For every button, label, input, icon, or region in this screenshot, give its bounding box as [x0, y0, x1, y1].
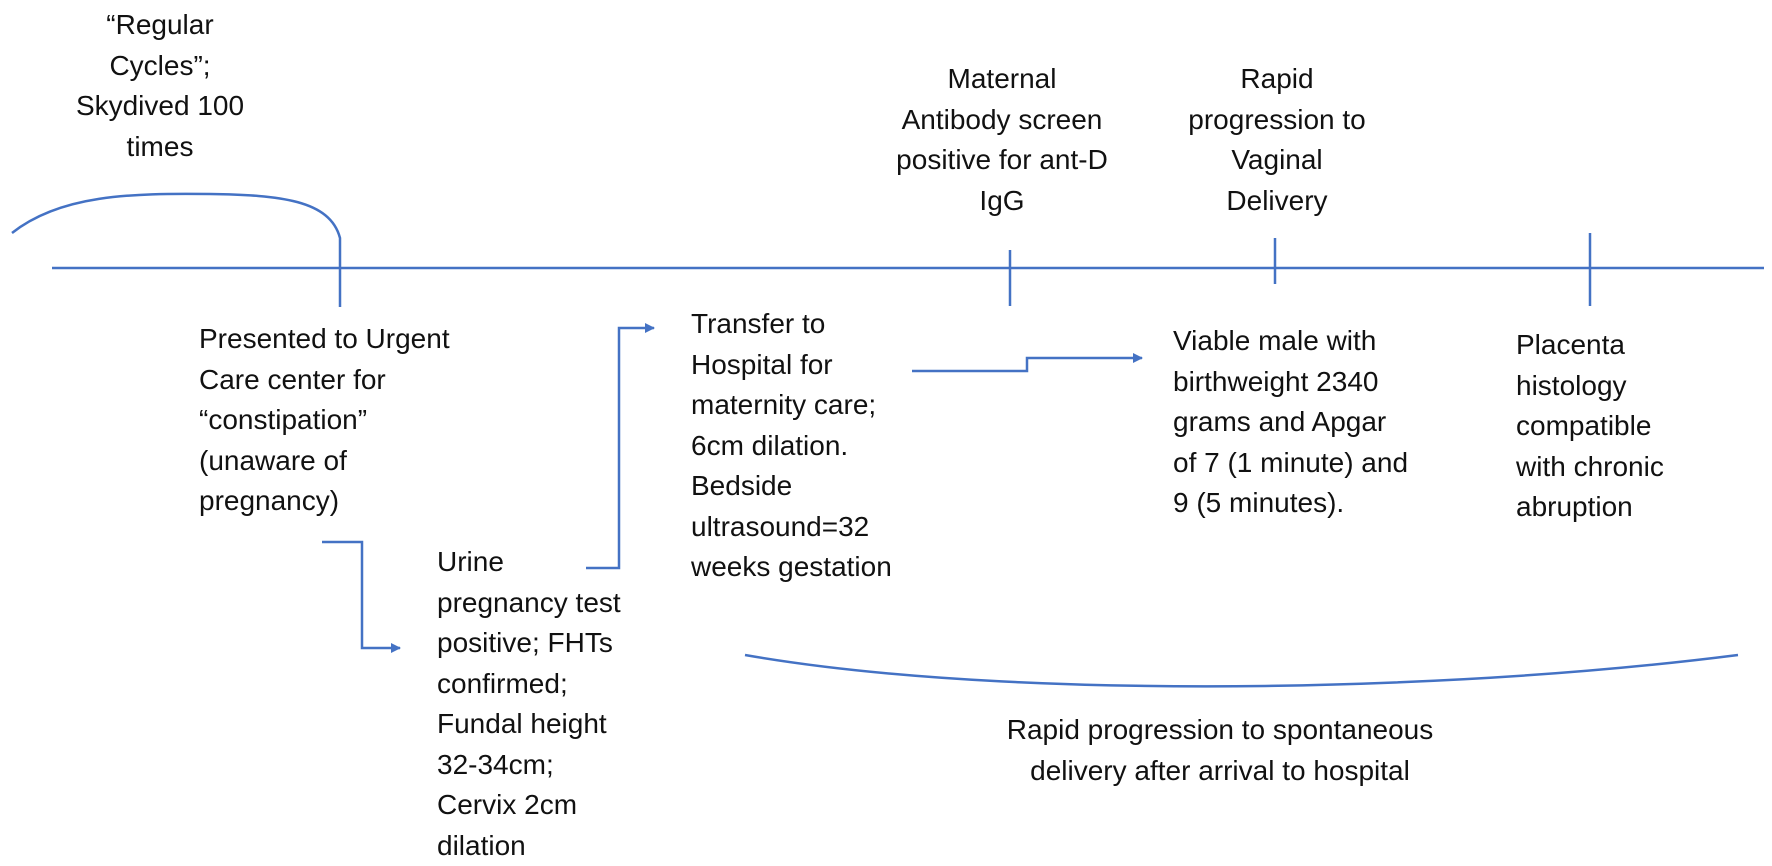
- label-regular-cycles: “Regular Cycles”; Skydived 100 times: [75, 9, 245, 162]
- bottom-bracket: [744, 653, 1739, 688]
- top-left-bracket: [11, 192, 342, 307]
- arrow-transfer-to-viable: [912, 353, 1143, 373]
- label-urgent-care: Presented to Urgent Care center for “con…: [199, 323, 450, 516]
- label-urine-test: Urine pregnancy test positive; FHTs conf…: [437, 546, 621, 861]
- label-transfer-hospital: Transfer to Hospital for maternity care;…: [691, 308, 892, 582]
- label-rapid-vaginal-delivery: Rapid progression to Vaginal Delivery: [1188, 63, 1366, 216]
- label-maternal-antibody: Maternal Antibody screen positive for an…: [896, 63, 1108, 216]
- label-rapid-spontaneous-delivery: Rapid progression to spontaneous deliver…: [1006, 714, 1434, 786]
- label-viable-male: Viable male with birthweight 2340 grams …: [1173, 325, 1409, 518]
- arrow-urgent-to-urine: [322, 540, 401, 653]
- connector-group: [11, 192, 1764, 688]
- label-placenta-histology: Placenta histology compatible with chron…: [1516, 329, 1664, 522]
- arrow-urine-to-transfer: [586, 323, 655, 570]
